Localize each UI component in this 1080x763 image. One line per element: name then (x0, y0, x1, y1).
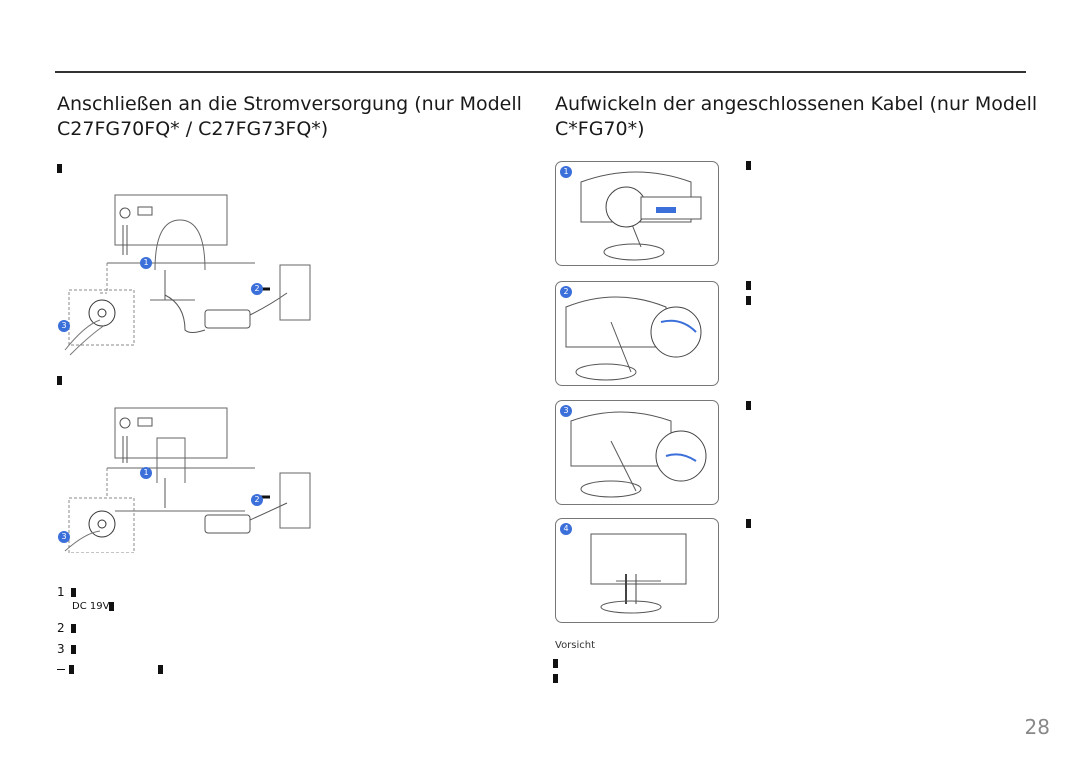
panel-2-illustration (565, 296, 702, 381)
panel-3-illustration (570, 411, 707, 498)
cable-panel-2: 2 (555, 281, 719, 386)
step-2: 2 (57, 621, 77, 635)
right-title-line2: C*FG70*) (555, 118, 645, 140)
diagram-b-badge-3: 3 (58, 531, 70, 543)
left-title-line2: C27FG70FQ* / C27FG73FQ*) (57, 118, 329, 140)
diagram-b-badge-2: 2 (251, 494, 263, 506)
caution-line-2 (553, 673, 559, 684)
panel-4-badge: 4 (560, 523, 572, 535)
diagram-a-badge-2: 2 (251, 283, 263, 295)
caution-label: Vorsicht (555, 640, 596, 651)
step-1-number: 1 (57, 585, 65, 599)
step-3-number: 3 (57, 642, 65, 656)
right-section-title: Aufwickeln der angeschlossenen Kabel (nu… (555, 92, 1037, 142)
step-3: 3 (57, 642, 77, 656)
panel-3-badge: 3 (560, 405, 572, 417)
step-1-voltage: DC 19V (72, 601, 110, 612)
note-line (57, 664, 164, 675)
panel-2-caption-2 (746, 295, 752, 306)
right-title-line1: Aufwickeln der angeschlossenen Kabel (nu… (555, 93, 1038, 115)
panel-4-caption (746, 518, 752, 529)
panel-4-illustration (590, 533, 687, 614)
panel-1-caption (746, 160, 752, 171)
left-section-title: Anschließen an die Stromversorgung (nur … (57, 92, 522, 142)
page-number: 28 (1024, 715, 1050, 739)
top-rule (55, 71, 1026, 73)
power-diagram-a (64, 194, 311, 356)
cable-panel-4: 4 (555, 518, 719, 623)
diagram-a-badge-1: 1 (140, 257, 152, 269)
diagram-a-badge-3: 3 (58, 320, 70, 332)
panel-1-badge: 1 (560, 166, 572, 178)
step-1-detail: DC 19V (72, 601, 115, 612)
left-marker-1 (57, 163, 63, 174)
left-marker-2 (57, 375, 63, 386)
panel-2-badge: 2 (560, 286, 572, 298)
power-diagram-b (64, 407, 311, 553)
left-title-line1: Anschließen an die Stromversorgung (nur … (57, 93, 522, 115)
diagram-b-badge-1: 1 (140, 467, 152, 479)
panel-3-caption (746, 400, 752, 411)
step-2-number: 2 (57, 621, 65, 635)
panel-1-illustration (580, 171, 702, 261)
panel-2-caption-1 (746, 280, 752, 291)
cable-panel-1: 1 (555, 161, 719, 266)
cable-panel-3: 3 (555, 400, 719, 505)
step-1: 1 (57, 585, 77, 599)
caution-line-1 (553, 658, 559, 669)
